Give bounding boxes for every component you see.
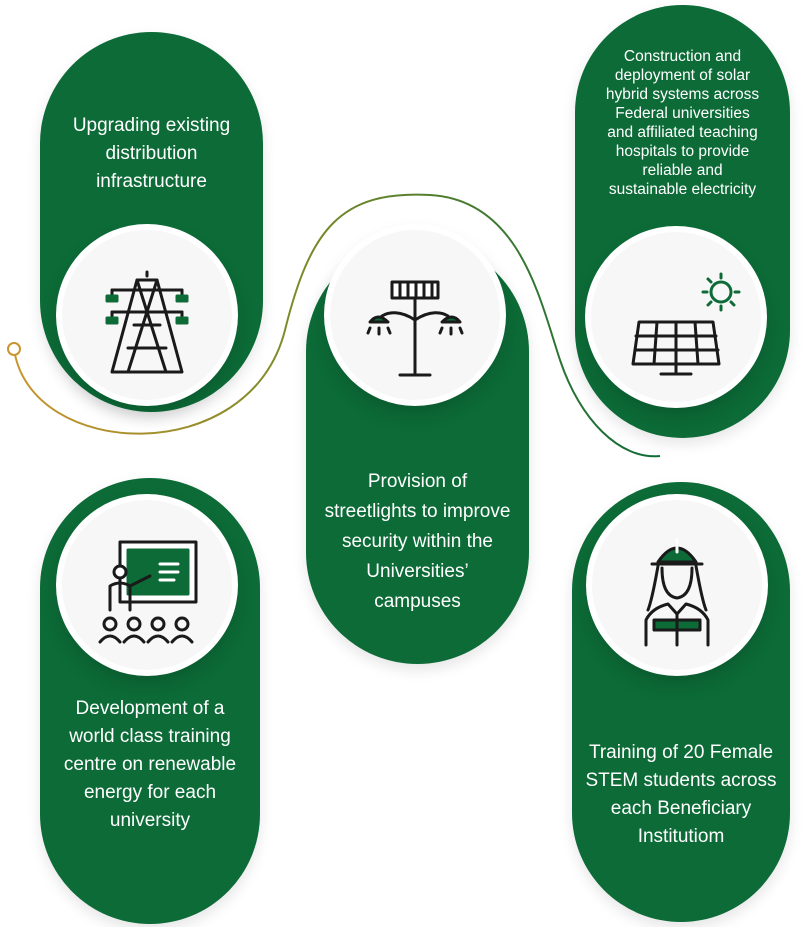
pill-4-line: energy for each bbox=[83, 782, 217, 803]
transmission-tower-circle bbox=[62, 230, 232, 400]
pill-2-text: Provision of streetlights to improve sec… bbox=[306, 467, 529, 617]
pill-3-line: reliable and bbox=[642, 162, 723, 179]
pill-4-line: university bbox=[109, 810, 191, 831]
solar-panel-icon bbox=[631, 272, 741, 376]
pill-3-line: and affiliated teaching bbox=[607, 124, 758, 141]
pill-4-line: Development of a bbox=[75, 698, 225, 719]
pill-4-text: Development of a world class training ce… bbox=[40, 695, 260, 835]
streetlight-circle bbox=[330, 230, 500, 400]
pill-1-line: Upgrading existing bbox=[72, 115, 231, 136]
training-class-icon bbox=[98, 540, 198, 644]
pill-3-line: Construction and bbox=[623, 48, 742, 65]
female-engineer-circle bbox=[592, 500, 762, 670]
pill-2-line: streetlights to improve bbox=[324, 501, 511, 522]
pill-5-line: Institutiom bbox=[637, 826, 725, 847]
pill-3-line: hospitals to provide bbox=[615, 143, 750, 160]
pill-2-line: campuses bbox=[374, 591, 461, 612]
pill-2-line: security within the bbox=[341, 531, 493, 552]
pill-4-line: world class training bbox=[69, 726, 231, 747]
pill-5-line: each Beneficiary bbox=[610, 798, 752, 819]
pill-3-line: Federal universities bbox=[615, 105, 750, 122]
female-engineer-icon bbox=[644, 538, 710, 647]
pill-1-line: distribution bbox=[105, 143, 198, 164]
pill-2-line: Universities’ bbox=[366, 561, 469, 582]
pill-5-line: STEM students across bbox=[585, 770, 777, 791]
streetlight-icon bbox=[366, 280, 464, 377]
pill-4-line: centre on renewable bbox=[63, 754, 237, 775]
pill-5-text: Training of 20 Female STEM students acro… bbox=[572, 739, 790, 851]
pill-1-line: infrastructure bbox=[96, 171, 207, 192]
pill-2-line: Provision of bbox=[367, 471, 468, 492]
curve-start-dot bbox=[7, 342, 21, 356]
transmission-tower-icon bbox=[105, 270, 189, 374]
solar-panel-circle bbox=[591, 232, 761, 402]
pill-3-line: deployment of solar bbox=[614, 67, 751, 84]
pill-3-line: hybrid systems across bbox=[605, 86, 760, 103]
pill-3-line: sustainable electricity bbox=[608, 181, 757, 198]
training-class-circle bbox=[62, 500, 232, 670]
pill-1-text: Upgrading existing distribution infrastr… bbox=[40, 112, 263, 196]
pill-3-text: Construction and deployment of solar hyb… bbox=[575, 47, 790, 199]
pill-5-line: Training of 20 Female bbox=[588, 742, 774, 763]
